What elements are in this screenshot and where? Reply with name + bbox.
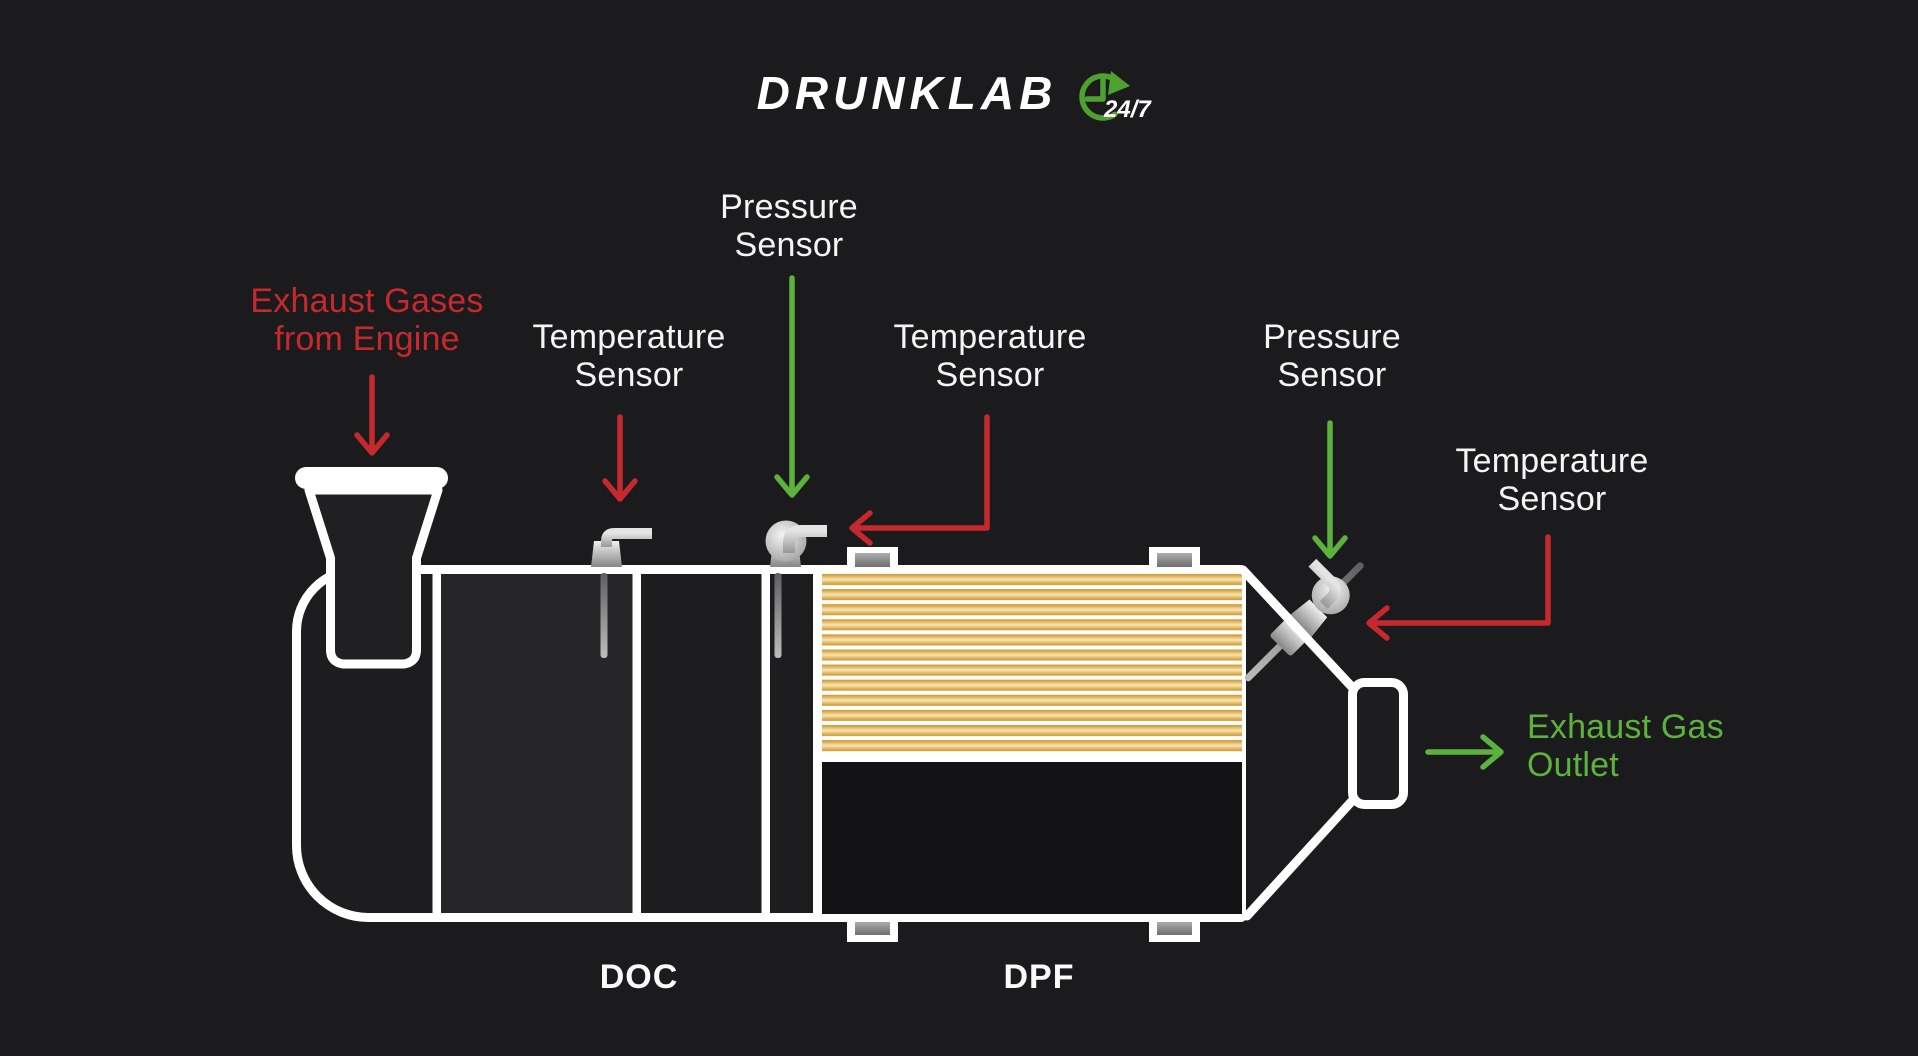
arrow-exhaust-in — [354, 374, 390, 456]
mounting-brackets — [847, 547, 1200, 942]
arrow-pressure-sensor-mid — [774, 275, 810, 498]
bracket-bottom-right — [1149, 918, 1200, 942]
outlet-pipe — [1348, 678, 1408, 809]
label-temp-sensor-doc: Temperature Sensor — [532, 318, 726, 394]
label-exhaust-gases-in: Exhaust Gases from Engine — [250, 282, 484, 358]
temperature-sensor-doc — [591, 528, 652, 658]
label-dpf: DPF — [1003, 958, 1075, 996]
arrow-pressure-sensor-outlet — [1312, 420, 1348, 559]
outlet-sensor-cluster — [1244, 558, 1364, 682]
arrow-temp-sensor-doc — [602, 414, 638, 502]
label-temp-sensor-mid: Temperature Sensor — [893, 318, 1087, 394]
inlet-funnel — [295, 467, 448, 669]
dpf-filter-stripes — [822, 572, 1242, 753]
outlet-cone — [1238, 565, 1357, 921]
badge-24-7: 24/7 — [1104, 96, 1151, 123]
clock-24-7-icon — [1072, 66, 1134, 128]
bracket-top-left — [847, 547, 898, 571]
arrow-temp-sensor-mid — [849, 414, 990, 546]
label-exhaust-gas-outlet: Exhaust Gas Outlet — [1527, 708, 1724, 784]
label-doc: DOC — [599, 958, 679, 996]
dpf-filter-block — [813, 569, 1242, 917]
pressure-sensor-mid — [765, 520, 827, 658]
arrow-exhaust-out — [1425, 734, 1504, 770]
label-pressure-sensor-mid: Pressure Sensor — [720, 188, 858, 264]
arrow-temp-sensor-outlet — [1366, 534, 1551, 641]
label-pressure-sensor-outlet: Pressure Sensor — [1263, 318, 1401, 394]
dpf-lower-chamber — [822, 762, 1242, 914]
label-temp-sensor-outlet: Temperature Sensor — [1455, 442, 1649, 518]
brand-logo: DRUNKLAB — [756, 67, 1058, 119]
canister-dividers — [432, 567, 770, 915]
bracket-bottom-left — [847, 918, 898, 942]
bracket-top-right — [1149, 547, 1200, 571]
